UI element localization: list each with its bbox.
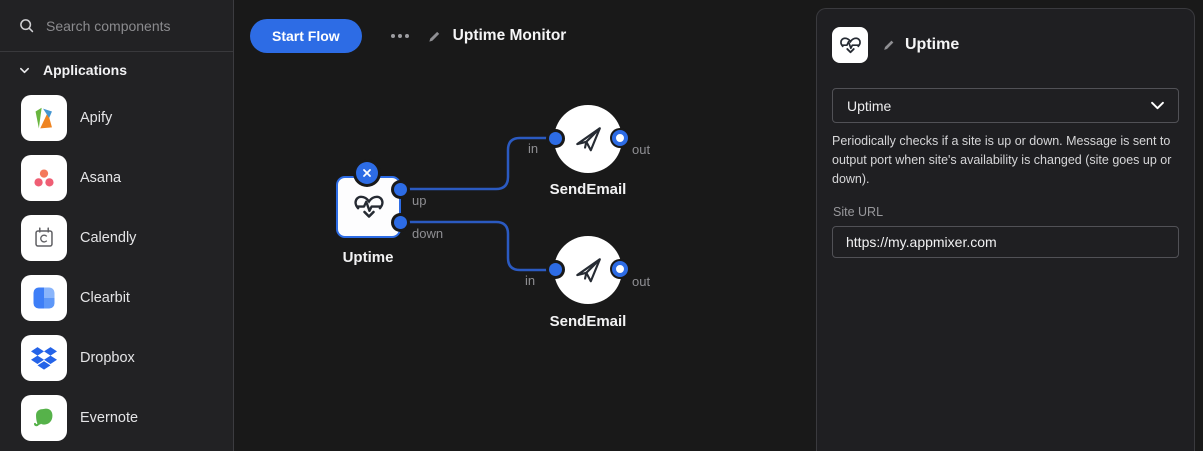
sidebar-item-evernote[interactable]: Evernote: [0, 388, 233, 448]
edge-up-to-sendemail[interactable]: [400, 136, 552, 191]
app-label: Asana: [80, 170, 122, 186]
search-icon: [20, 19, 34, 33]
paper-plane-icon: [576, 258, 601, 283]
apify-tile: [21, 95, 67, 141]
app-label: Clearbit: [80, 290, 130, 306]
node-label-sendemail: SendEmail: [549, 313, 627, 330]
port-out-sendemail-1[interactable]: [612, 130, 628, 146]
asana-tile: [21, 155, 67, 201]
rename-node-button[interactable]: [882, 38, 896, 52]
node-label-sendemail: SendEmail: [549, 181, 627, 198]
clearbit-tile: [21, 275, 67, 321]
site-url-label: Site URL: [833, 205, 884, 219]
evernote-tile: [21, 395, 67, 441]
ellipsis-icon: [390, 34, 395, 38]
app-label: Evernote: [80, 410, 139, 426]
uptime-heartbeat-icon: [353, 195, 384, 218]
sidebar-section-applications[interactable]: Applications: [0, 52, 233, 88]
edge-down-to-sendemail[interactable]: [400, 220, 552, 272]
uptime-tile: [832, 27, 868, 63]
component-type-select[interactable]: Uptime: [832, 88, 1179, 123]
ellipsis-icon: [404, 34, 409, 38]
sidebar-item-apify[interactable]: Apify: [0, 88, 233, 148]
port-in-sendemail-1[interactable]: [549, 132, 562, 145]
component-search[interactable]: [0, 0, 233, 52]
node-sendemail-1[interactable]: [554, 105, 622, 173]
canvas-header: Start Flow Uptime Monitor: [250, 19, 566, 53]
section-label: Applications: [43, 62, 128, 78]
node-uptime[interactable]: [336, 176, 401, 238]
dropbox-icon: [31, 346, 57, 370]
paper-plane-icon: [576, 127, 601, 152]
app-label: Dropbox: [80, 350, 135, 366]
clearbit-icon: [33, 287, 55, 309]
dropbox-tile: [21, 335, 67, 381]
chevron-down-icon: [1151, 101, 1164, 110]
port-down-output[interactable]: [394, 216, 407, 229]
sidebar-item-clearbit[interactable]: Clearbit: [0, 268, 233, 328]
pencil-icon: [884, 40, 894, 50]
port-label-up: up: [412, 193, 427, 208]
port-in-sendemail-2[interactable]: [549, 263, 562, 276]
evernote-icon: [33, 408, 53, 427]
flow-edges: [400, 136, 552, 272]
inspector-header: Uptime: [832, 27, 959, 63]
site-url-input[interactable]: [832, 226, 1179, 258]
close-icon: [363, 169, 371, 177]
port-up-output[interactable]: [394, 183, 407, 196]
port-label-down: down: [412, 226, 444, 241]
search-input[interactable]: [46, 17, 206, 34]
application-list: Apify Asana: [0, 88, 233, 448]
port-label-out: out: [632, 142, 651, 157]
apify-icon: [35, 107, 52, 129]
component-description: Periodically checks if a site is up or d…: [832, 134, 1172, 186]
rename-flow-button[interactable]: [427, 29, 442, 44]
uptime-heartbeat-icon: [839, 36, 861, 53]
flow-title: Uptime Monitor: [452, 27, 567, 44]
sidebar-item-asana[interactable]: Asana: [0, 148, 233, 208]
app-label: Apify: [80, 110, 113, 126]
sidebar-item-dropbox[interactable]: Dropbox: [0, 328, 233, 388]
remove-node-button[interactable]: [356, 162, 378, 184]
calendly-icon: [35, 227, 53, 247]
app-label: Calendly: [80, 230, 137, 246]
sidebar-item-calendly[interactable]: Calendly: [0, 208, 233, 268]
port-label-in: in: [528, 141, 539, 156]
node-sendemail-2[interactable]: [554, 236, 622, 304]
start-flow-button[interactable]: Start Flow: [250, 19, 362, 53]
flow-menu-button[interactable]: [389, 28, 411, 44]
node-label-uptime: Uptime: [342, 249, 394, 266]
inspector-panel: Uptime Uptime Periodically checks if a s…: [816, 8, 1195, 451]
port-label-out: out: [632, 274, 651, 289]
selected-component: Uptime: [847, 97, 892, 114]
ellipsis-icon: [397, 34, 402, 38]
asana-icon: [34, 169, 54, 187]
port-label-in: in: [525, 273, 536, 288]
port-out-sendemail-2[interactable]: [612, 261, 628, 277]
calendly-tile: [21, 215, 67, 261]
pencil-icon: [429, 31, 439, 42]
component-sidebar: Applications Apify: [0, 0, 234, 451]
chevron-down-icon: [20, 67, 29, 73]
inspector-title: Uptime: [905, 36, 960, 53]
